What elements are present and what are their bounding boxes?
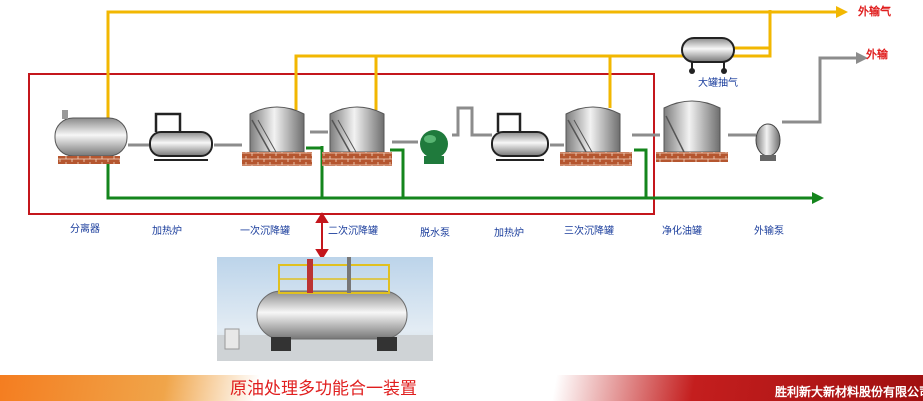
- pump-icon: [420, 130, 448, 164]
- heater-icon: [149, 112, 213, 161]
- link-arrow: [315, 212, 329, 260]
- gas-tank-icon: [681, 37, 735, 74]
- footer-band: [0, 375, 923, 401]
- company-name: 胜利新大新材料股份有限公司: [775, 385, 923, 399]
- label-heater-2: 加热炉: [494, 228, 524, 239]
- settling-tank-icon: [322, 106, 392, 166]
- water-arrow: [812, 192, 824, 204]
- label-dewater-pump: 脱水泵: [420, 228, 450, 239]
- settling-tank-icon: [560, 106, 632, 166]
- label-separator: 分离器: [70, 224, 100, 235]
- gas-line: [106, 10, 838, 122]
- oil-export-arrow: [856, 52, 868, 64]
- separator-icon: [54, 110, 128, 164]
- settling-tank-icon: [242, 106, 312, 166]
- label-purified-oil-tank: 净化油罐: [662, 226, 702, 237]
- label-heater-1: 加热炉: [152, 226, 182, 237]
- label-settling-tank-1: 一次沉降罐: [240, 226, 290, 237]
- integration-frame: [28, 73, 655, 215]
- oil-line: [128, 56, 858, 147]
- device-illustration: [217, 257, 433, 361]
- oil-export-label: 外输: [866, 48, 888, 61]
- label-export-pump: 外输泵: [754, 226, 784, 237]
- pump-icon: [755, 123, 781, 161]
- tank-gas-label: 大罐抽气: [698, 78, 738, 89]
- label-settling-tank-3: 三次沉降罐: [564, 226, 614, 237]
- photo-device: [217, 257, 433, 361]
- gas-export-label: 外输气: [858, 5, 891, 18]
- heater-icon: [491, 112, 549, 161]
- device-caption: 原油处理多功能合一装置: [230, 379, 417, 399]
- settling-tank-icon: [656, 100, 728, 162]
- label-settling-tank-2: 二次沉降罐: [328, 226, 378, 237]
- gas-export-arrow: [836, 6, 848, 18]
